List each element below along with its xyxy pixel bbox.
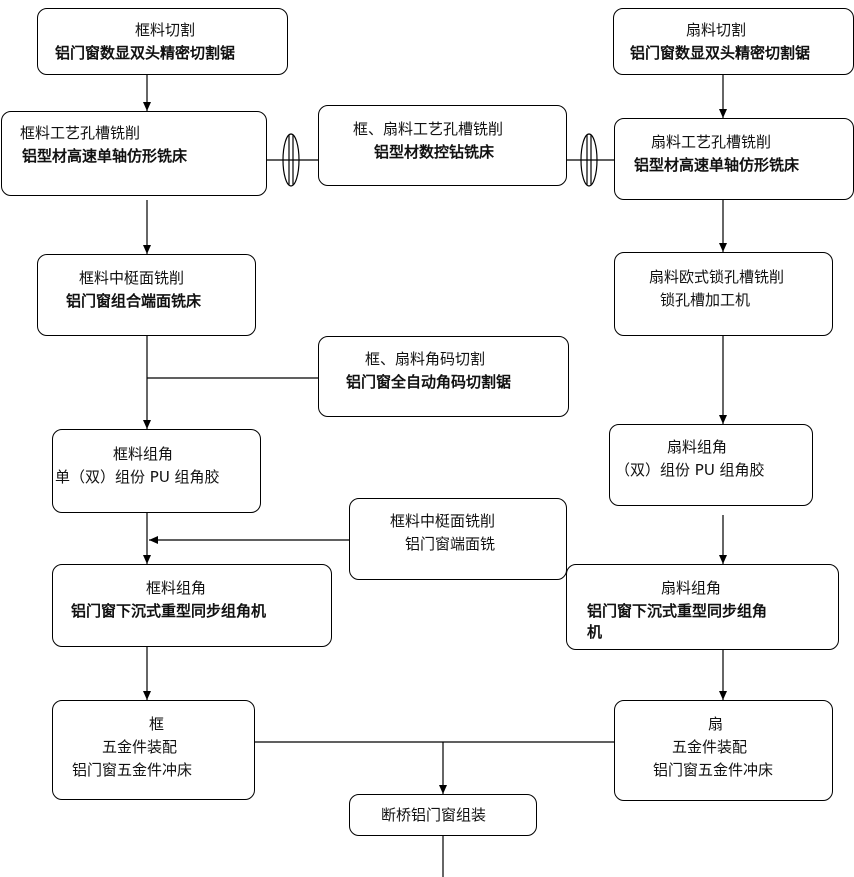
node-sash-glue-step: 扇料组角 xyxy=(667,438,728,456)
node-frame-glue-material: 单（双）组份 PU 组角胶 xyxy=(55,468,220,486)
node-frame-mullion: 框料中梃面铣削 铝门窗组合端面铣床 xyxy=(37,254,256,336)
node-sash-slot-machine: 铝型材高速单轴仿形铣床 xyxy=(634,156,800,174)
node-sash-lock-machine: 锁孔槽加工机 xyxy=(660,291,751,309)
node-corner-cut-step: 框、扇料角码切割 xyxy=(365,350,486,368)
node-mullion-mill-machine: 铝门窗端面铣 xyxy=(405,535,496,553)
node-frame-crimp-step: 框料组角 xyxy=(146,579,207,597)
node-frame-slot-machine: 铝型材高速单轴仿形铣床 xyxy=(22,147,188,165)
node-sash-crimp-machine: 铝门窗下沉式重型同步组角 xyxy=(587,602,768,620)
node-frame-crimp-machine: 铝门窗下沉式重型同步组角机 xyxy=(71,602,267,620)
node-sash-crimp-step: 扇料组角 xyxy=(661,579,722,597)
node-sash-hardware-label: 扇 xyxy=(708,715,724,733)
node-frame-hardware-label: 框 xyxy=(149,715,165,733)
node-sash-cut: 扇料切割 铝门窗数显双头精密切割锯 xyxy=(613,8,854,75)
node-frame-cut: 框料切割 铝门窗数显双头精密切割锯 xyxy=(37,8,288,75)
node-mullion-mill: 框料中梃面铣削 铝门窗端面铣 xyxy=(349,498,567,580)
node-assembly: 断桥铝门窗组装 xyxy=(349,794,537,836)
node-sash-hardware-machine: 铝门窗五金件冲床 xyxy=(653,761,774,779)
node-frame-mullion-machine: 铝门窗组合端面铣床 xyxy=(66,292,202,310)
node-shared-slot-step: 框、扇料工艺孔槽铣削 xyxy=(353,120,504,138)
node-sash-glue-material: （双）组份 PU 组角胶 xyxy=(615,461,765,479)
node-frame-cut-step: 框料切割 xyxy=(135,21,196,39)
node-sash-slot: 扇料工艺孔槽铣削 铝型材高速单轴仿形铣床 xyxy=(614,118,854,200)
link-ellipse-left xyxy=(282,133,300,187)
node-mullion-mill-step: 框料中梃面铣削 xyxy=(390,512,496,530)
node-sash-lock-step: 扇料欧式锁孔槽铣削 xyxy=(649,268,785,286)
node-assembly-label: 断桥铝门窗组装 xyxy=(381,806,487,824)
node-frame-hardware-machine: 铝门窗五金件冲床 xyxy=(72,761,193,779)
node-frame-hardware: 框 五金件装配 铝门窗五金件冲床 xyxy=(52,700,255,800)
node-sash-slot-step: 扇料工艺孔槽铣削 xyxy=(651,133,772,151)
node-frame-slot-step: 框料工艺孔槽铣削 xyxy=(20,124,141,142)
node-sash-cut-step: 扇料切割 xyxy=(686,21,747,39)
node-corner-cut: 框、扇料角码切割 铝门窗全自动角码切割锯 xyxy=(318,336,569,417)
node-frame-mullion-step: 框料中梃面铣削 xyxy=(79,269,185,287)
node-frame-hardware-step: 五金件装配 xyxy=(102,738,178,756)
node-sash-lock: 扇料欧式锁孔槽铣削 锁孔槽加工机 xyxy=(614,252,833,336)
node-corner-cut-machine: 铝门窗全自动角码切割锯 xyxy=(346,373,512,391)
node-frame-cut-machine: 铝门窗数显双头精密切割锯 xyxy=(55,44,236,62)
node-sash-crimp: 扇料组角 铝门窗下沉式重型同步组角 机 xyxy=(566,564,839,650)
node-sash-hardware: 扇 五金件装配 铝门窗五金件冲床 xyxy=(614,700,833,801)
node-sash-hardware-step: 五金件装配 xyxy=(672,738,748,756)
node-sash-crimp-machine-wrap: 机 xyxy=(587,623,603,641)
node-shared-slot: 框、扇料工艺孔槽铣削 铝型材数控钻铣床 xyxy=(318,105,567,186)
node-shared-slot-machine: 铝型材数控钻铣床 xyxy=(374,143,495,161)
node-sash-cut-machine: 铝门窗数显双头精密切割锯 xyxy=(630,44,811,62)
node-sash-glue: 扇料组角 （双）组份 PU 组角胶 xyxy=(609,424,813,506)
node-frame-slot: 框料工艺孔槽铣削 铝型材高速单轴仿形铣床 xyxy=(1,111,267,196)
node-frame-glue: 框料组角 单（双）组份 PU 组角胶 xyxy=(52,429,261,513)
node-frame-crimp: 框料组角 铝门窗下沉式重型同步组角机 xyxy=(52,564,332,647)
link-ellipse-right xyxy=(580,133,598,187)
node-frame-glue-step: 框料组角 xyxy=(113,445,174,463)
